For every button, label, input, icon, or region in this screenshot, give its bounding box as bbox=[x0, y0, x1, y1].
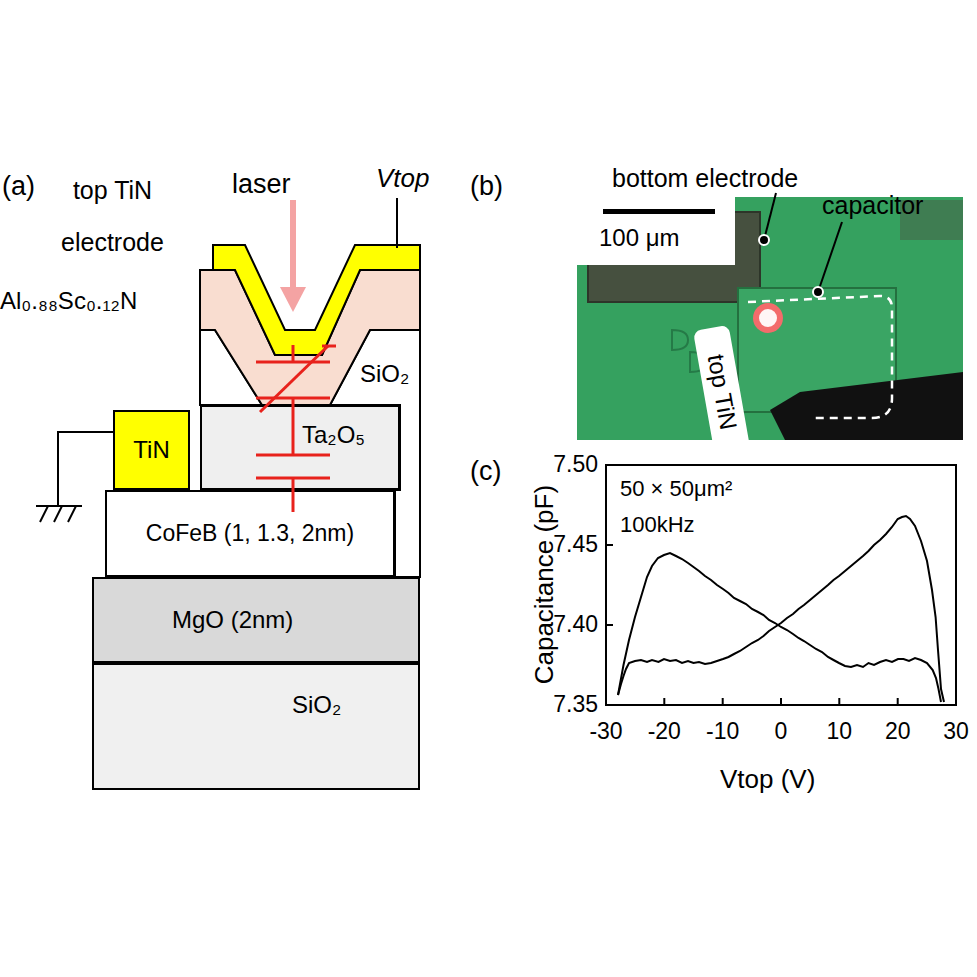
panel-label: (b) bbox=[470, 170, 503, 202]
x-tick bbox=[780, 698, 782, 705]
axis-title: Capacitance (pF) bbox=[529, 470, 560, 700]
laser-arrowhead bbox=[280, 287, 306, 312]
scale-bar bbox=[603, 209, 715, 214]
x-tick bbox=[663, 698, 665, 705]
ta2o5-layer: Ta₂O₅ bbox=[200, 405, 400, 490]
x-tick bbox=[838, 698, 840, 705]
layer-name: CoFeB (1, 1.3, 2nm) bbox=[107, 520, 393, 548]
variable-capacitor-arrow bbox=[260, 346, 328, 412]
capacitor-plate bbox=[256, 361, 330, 364]
plot-note: 100kHz bbox=[620, 512, 695, 538]
y-tick-label: 7.40 bbox=[528, 611, 598, 639]
x-tick bbox=[722, 698, 724, 705]
ground-hatch bbox=[54, 506, 62, 522]
alignment-mark bbox=[672, 330, 688, 350]
layer-label: top TiN electrode bbox=[50, 164, 175, 268]
substrate-layer: SiO₂ bbox=[92, 663, 420, 790]
layer-name: MgO (2nm) bbox=[172, 606, 293, 635]
y-tick-label: 7.50 bbox=[528, 451, 598, 479]
layer-name: SiO₂ bbox=[360, 360, 409, 389]
top-electrode bbox=[213, 245, 420, 355]
mgo-layer: MgO (2nm) bbox=[92, 577, 420, 663]
leader-line bbox=[764, 193, 776, 240]
ground-hatch bbox=[68, 506, 76, 522]
plot-frame bbox=[606, 465, 956, 705]
layer-name: SiO₂ bbox=[292, 691, 341, 720]
layer-name: Ta₂O₅ bbox=[302, 421, 365, 450]
cofeb-layer: CoFeB (1, 1.3, 2nm) bbox=[105, 490, 395, 577]
micrograph-feature bbox=[900, 200, 963, 240]
x-tick-label: -30 bbox=[576, 718, 636, 746]
capacitor-wire bbox=[292, 345, 295, 362]
y-tick bbox=[606, 624, 613, 626]
variable-capacitor-arrow bbox=[322, 345, 336, 348]
capacitor-wire bbox=[292, 398, 295, 455]
x-tick-label: 20 bbox=[868, 718, 928, 746]
callout-label: bottom electrode bbox=[612, 163, 798, 193]
capacitance-curve bbox=[618, 553, 941, 702]
x-tick-label: -20 bbox=[634, 718, 694, 746]
capacitor-plate bbox=[256, 477, 330, 480]
leader-dot bbox=[813, 287, 823, 297]
laser-label: laser bbox=[232, 168, 291, 200]
x-tick-label: 10 bbox=[809, 718, 869, 746]
node-outline-shape bbox=[200, 330, 262, 405]
voltage-wire bbox=[396, 198, 398, 248]
micrograph-background bbox=[577, 197, 963, 440]
laser-spot bbox=[753, 303, 783, 333]
x-tick-label: -10 bbox=[693, 718, 753, 746]
electrode-tag: top TiN bbox=[693, 325, 751, 459]
laser-spot-center bbox=[759, 309, 777, 327]
dashed-outline bbox=[748, 296, 892, 418]
panel-label: (a) bbox=[2, 170, 35, 202]
probe-tip bbox=[770, 372, 963, 440]
leader-line bbox=[818, 222, 842, 292]
x-tick-label: 0 bbox=[751, 718, 811, 746]
panel-label: (c) bbox=[470, 455, 501, 487]
layer-name: TiN bbox=[115, 436, 188, 465]
voltage-label: Vtop bbox=[376, 163, 430, 194]
x-tick bbox=[897, 698, 899, 705]
layer-name: top TiN bbox=[696, 326, 747, 459]
y-tick bbox=[606, 544, 613, 546]
capacitor-plate bbox=[256, 454, 330, 457]
ground-hatch bbox=[40, 506, 48, 522]
capacitor-plate bbox=[256, 397, 330, 400]
capacitor-wire bbox=[292, 478, 295, 512]
scale-box: 100 μm bbox=[577, 197, 735, 265]
axis-title: Vtop (V) bbox=[720, 764, 815, 795]
plot-note: 50 × 50μm² bbox=[620, 476, 732, 502]
leader-dot bbox=[759, 235, 769, 245]
capacitance-curve bbox=[618, 516, 944, 702]
layer-label: Al₀.₈₈Sc₀.₁₂N bbox=[0, 287, 137, 316]
laser-arrow bbox=[290, 200, 296, 290]
bottom-contact: TiN bbox=[113, 410, 190, 490]
y-tick-label: 7.45 bbox=[528, 531, 598, 559]
y-tick-label: 7.35 bbox=[528, 691, 598, 719]
layer-name: 100 μm bbox=[599, 224, 680, 253]
x-tick-label: 30 bbox=[926, 718, 977, 746]
alscn-layer bbox=[200, 270, 420, 405]
